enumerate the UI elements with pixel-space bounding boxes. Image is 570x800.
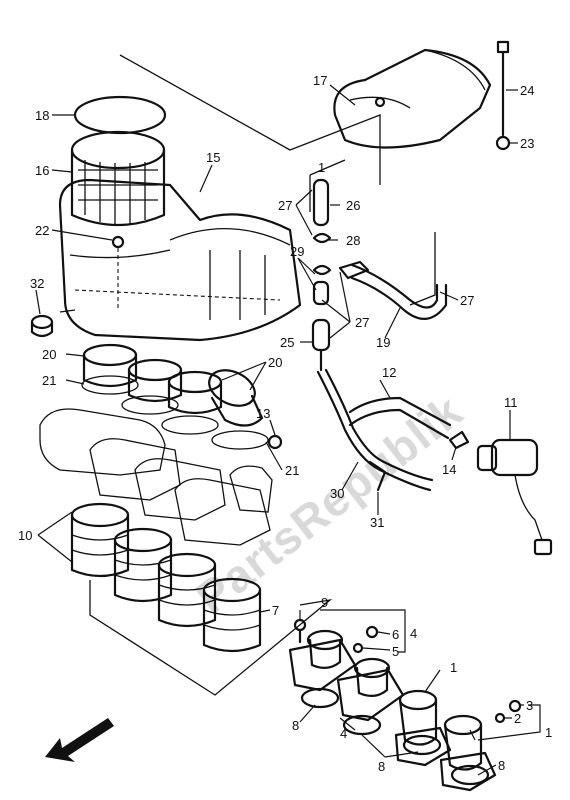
clamp-part-13 bbox=[267, 434, 283, 450]
callout-5: 5 bbox=[392, 644, 399, 659]
callout-20-right: 20 bbox=[268, 355, 282, 370]
front-direction-arrow bbox=[45, 718, 114, 762]
callout-28: 28 bbox=[346, 233, 360, 248]
bolt-part-14 bbox=[448, 430, 470, 450]
damper-part-32 bbox=[30, 314, 54, 338]
clamps-part-21 bbox=[81, 375, 269, 450]
callout-29: 29 bbox=[290, 244, 304, 259]
nut-part-23 bbox=[495, 135, 511, 151]
callout-27-top: 27 bbox=[278, 198, 292, 213]
manifolds-part-4 bbox=[288, 629, 405, 722]
callout-21-left: 21 bbox=[42, 373, 56, 388]
manifolds-part-1 bbox=[394, 689, 497, 792]
fitting-part-29 bbox=[312, 260, 370, 306]
callout-17: 17 bbox=[313, 73, 327, 88]
callout-24: 24 bbox=[520, 83, 534, 98]
callout-9: 9 bbox=[321, 595, 328, 610]
callout-8-right: 8 bbox=[498, 758, 505, 773]
callout-11: 11 bbox=[504, 395, 518, 410]
callout-18: 18 bbox=[35, 108, 49, 123]
carburetor-assembly bbox=[39, 408, 273, 546]
assembly-outline bbox=[89, 54, 436, 696]
callout-19: 19 bbox=[376, 335, 390, 350]
callout-21-right: 21 bbox=[285, 463, 299, 478]
callout-3: 3 bbox=[526, 698, 533, 713]
watermark-text: PartsRepublik bbox=[186, 384, 472, 623]
callout-25: 25 bbox=[280, 335, 294, 350]
drain-hose-part-30 bbox=[316, 368, 434, 492]
solenoid-valve-part-11 bbox=[476, 438, 553, 556]
callout-2: 2 bbox=[514, 711, 521, 726]
callout-26: 26 bbox=[346, 198, 360, 213]
carb-joints-part-10 bbox=[70, 502, 217, 628]
intake-duct-part-17 bbox=[333, 48, 492, 149]
callout-13: 13 bbox=[256, 406, 270, 421]
callout-labels: 24 23 17 18 16 15 1 27 26 28 22 29 27 27… bbox=[18, 73, 552, 774]
gaskets-part-8 bbox=[300, 687, 490, 786]
breather-tube-part-26 bbox=[312, 178, 330, 227]
callout-15: 15 bbox=[206, 150, 220, 165]
callout-14: 14 bbox=[442, 462, 456, 477]
callout-30: 30 bbox=[330, 486, 344, 501]
screw-part-22 bbox=[111, 235, 125, 310]
breather-hose-part-19 bbox=[350, 263, 448, 320]
callout-7: 7 bbox=[272, 603, 279, 618]
callout-1-top: 1 bbox=[318, 160, 325, 175]
callout-6: 6 bbox=[392, 627, 399, 642]
bolt-part-9 bbox=[293, 618, 307, 644]
callout-27-mid: 27 bbox=[355, 315, 369, 330]
callout-32: 32 bbox=[30, 276, 44, 291]
callout-16: 16 bbox=[35, 163, 49, 178]
callout-23: 23 bbox=[520, 136, 534, 151]
hose-part-12 bbox=[348, 396, 452, 440]
screw-part-3 bbox=[508, 699, 522, 713]
callout-22: 22 bbox=[35, 223, 49, 238]
callout-4-left: 4 bbox=[340, 726, 347, 741]
air-box-part-15 bbox=[58, 178, 302, 342]
hose-clip-part-31 bbox=[368, 460, 387, 492]
washer-part-2 bbox=[494, 712, 506, 724]
air-filter-part-16 bbox=[70, 130, 166, 227]
callout-1-right: 1 bbox=[545, 725, 552, 740]
callout-12: 12 bbox=[382, 365, 396, 380]
washer-part-5 bbox=[352, 642, 364, 654]
clip-part-28 bbox=[312, 232, 332, 276]
callout-10: 10 bbox=[18, 528, 32, 543]
callout-8-left: 8 bbox=[292, 718, 299, 733]
callout-31: 31 bbox=[370, 515, 384, 530]
bolt-part-24 bbox=[496, 40, 510, 137]
screw-part-6 bbox=[365, 625, 379, 639]
leader-lines bbox=[35, 84, 541, 776]
callout-27-right: 27 bbox=[460, 293, 474, 308]
joint-part-7 bbox=[202, 577, 262, 653]
callout-4-right: 4 bbox=[410, 626, 417, 641]
callout-1-mid: 1 bbox=[450, 660, 457, 675]
o-ring-part-18 bbox=[73, 95, 167, 135]
intake-joints-part-20 bbox=[82, 343, 264, 427]
callout-20-left: 20 bbox=[42, 347, 56, 362]
breather-separator-part-25 bbox=[311, 318, 331, 372]
callout-8-mid: 8 bbox=[378, 759, 385, 774]
